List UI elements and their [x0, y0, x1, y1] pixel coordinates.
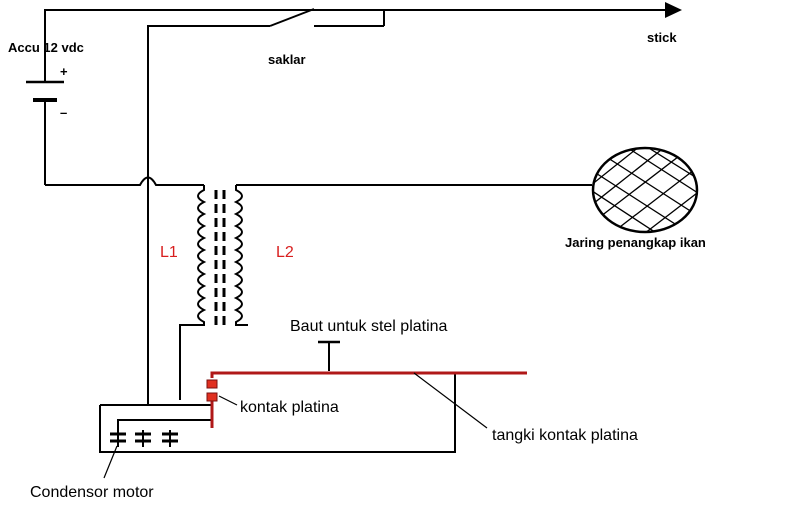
switch-label: saklar — [268, 52, 306, 67]
pointer-lines — [103, 372, 488, 479]
stick-wire — [44, 2, 682, 60]
transformer — [179, 184, 592, 400]
condenser-label: Condensor motor — [30, 484, 154, 501]
contact-circuit — [99, 330, 456, 453]
switch-symbol — [147, 8, 385, 330]
stick-label: stick — [647, 30, 677, 45]
contact-label: kontak platina — [240, 399, 339, 416]
condenser-symbol — [110, 432, 178, 443]
contact-arm-label: tangki kontak platina — [492, 427, 638, 444]
plus-sign: + — [60, 64, 68, 79]
minus-sign: – — [60, 105, 67, 120]
adjust-bolt-label: Baut untuk stel platina — [290, 318, 448, 335]
coil-secondary-label: L2 — [276, 244, 294, 261]
net-label: Jaring penangkap ikan — [565, 235, 706, 250]
arrow-icon — [665, 2, 682, 18]
battery-label: Accu 12 vdc — [8, 40, 84, 55]
battery-symbol — [26, 10, 64, 185]
contact-arm — [206, 371, 527, 428]
primary-wire — [45, 176, 204, 186]
coil-primary-label: L1 — [160, 244, 178, 261]
adjust-bolt-icon — [318, 340, 340, 371]
